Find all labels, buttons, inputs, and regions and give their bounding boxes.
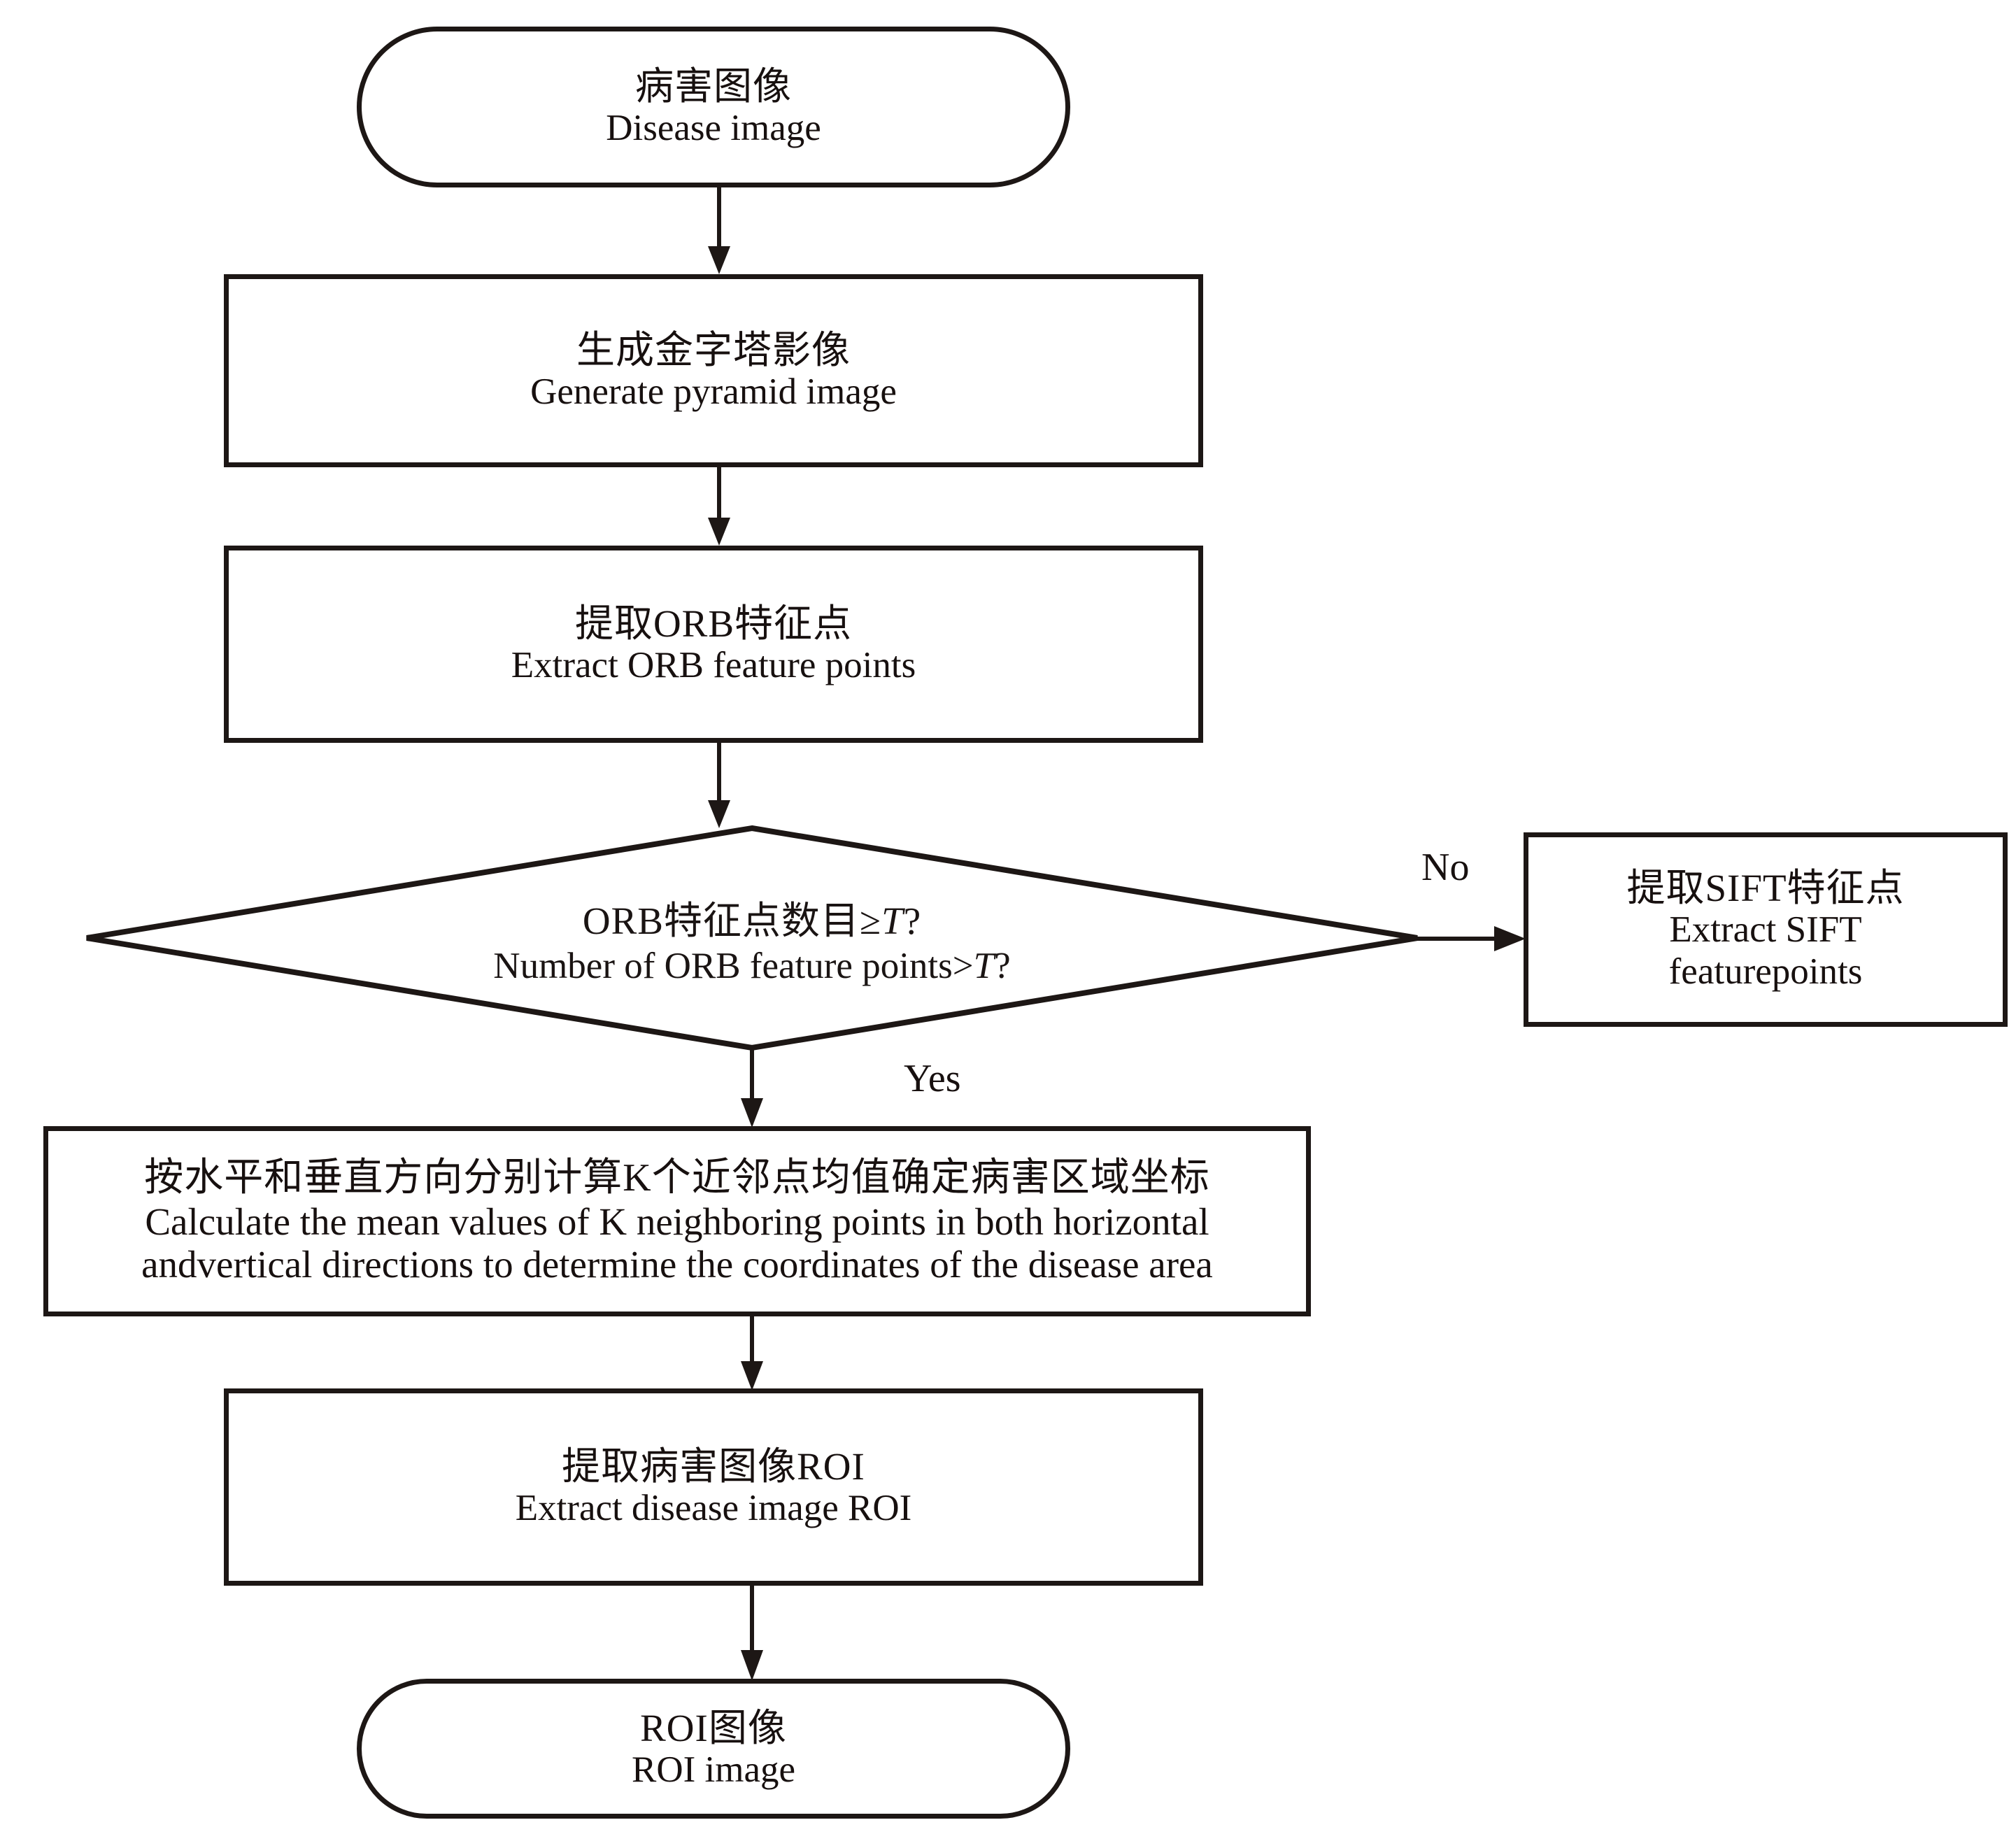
node-generate-pyramid-en: Generate pyramid image [530, 371, 897, 413]
node-extract-orb[interactable]: 提取ORB特征点 Extract ORB feature points [224, 546, 1203, 743]
node-extract-sift-en-line2: featurepoints [1668, 951, 1863, 992]
node-generate-pyramid-cn: 生成金字塔影像 [576, 328, 851, 371]
connector-mean-to-roi [738, 1316, 766, 1391]
node-extract-orb-en: Extract ORB feature points [511, 645, 916, 686]
node-extract-orb-cn: 提取ORB特征点 [574, 602, 853, 645]
node-roi-image-cn: ROI图像 [640, 1706, 787, 1749]
node-decision-orb-count[interactable]: ORB特征点数目≥T? Number of ORB feature points… [84, 825, 1420, 1051]
node-extract-roi-en: Extract disease image ROI [515, 1488, 912, 1529]
connector-orb-to-decision [705, 743, 733, 828]
node-disease-image[interactable]: 病害图像 Disease image [357, 27, 1070, 187]
edge-label-no: No [1421, 846, 1470, 889]
edge-label-yes: Yes [904, 1057, 961, 1100]
node-disease-image-cn: 病害图像 [634, 64, 792, 108]
node-extract-roi-cn: 提取病害图像ROI [562, 1444, 865, 1488]
connector-disease-to-pyramid [705, 187, 733, 274]
node-extract-sift-cn: 提取SIFT特征点 [1626, 866, 1905, 909]
node-calculate-mean-cn: 按水平和垂直方向分别计算K个近邻点均值确定病害区域坐标 [144, 1156, 1210, 1200]
node-roi-image[interactable]: ROI图像 ROI image [357, 1679, 1070, 1819]
node-calculate-mean-en-line1: Calculate the mean values of K neighbori… [145, 1200, 1209, 1243]
connector-pyramid-to-orb [705, 467, 733, 546]
node-extract-roi[interactable]: 提取病害图像ROI Extract disease image ROI [224, 1388, 1203, 1586]
connector-decision-to-mean [738, 1049, 766, 1128]
node-extract-sift-en-line1: Extract SIFT [1669, 909, 1862, 951]
node-extract-sift[interactable]: 提取SIFT特征点 Extract SIFT featurepoints [1524, 832, 2008, 1027]
node-roi-image-en: ROI image [631, 1749, 796, 1791]
connector-decision-to-sift [1417, 923, 1529, 954]
node-generate-pyramid[interactable]: 生成金字塔影像 Generate pyramid image [224, 274, 1203, 467]
node-calculate-mean[interactable]: 按水平和垂直方向分别计算K个近邻点均值确定病害区域坐标 Calculate th… [43, 1126, 1311, 1316]
connector-roi-to-end [738, 1586, 766, 1681]
node-calculate-mean-en-line2: andvertical directions to determine the … [141, 1243, 1213, 1286]
node-disease-image-en: Disease image [606, 108, 821, 149]
